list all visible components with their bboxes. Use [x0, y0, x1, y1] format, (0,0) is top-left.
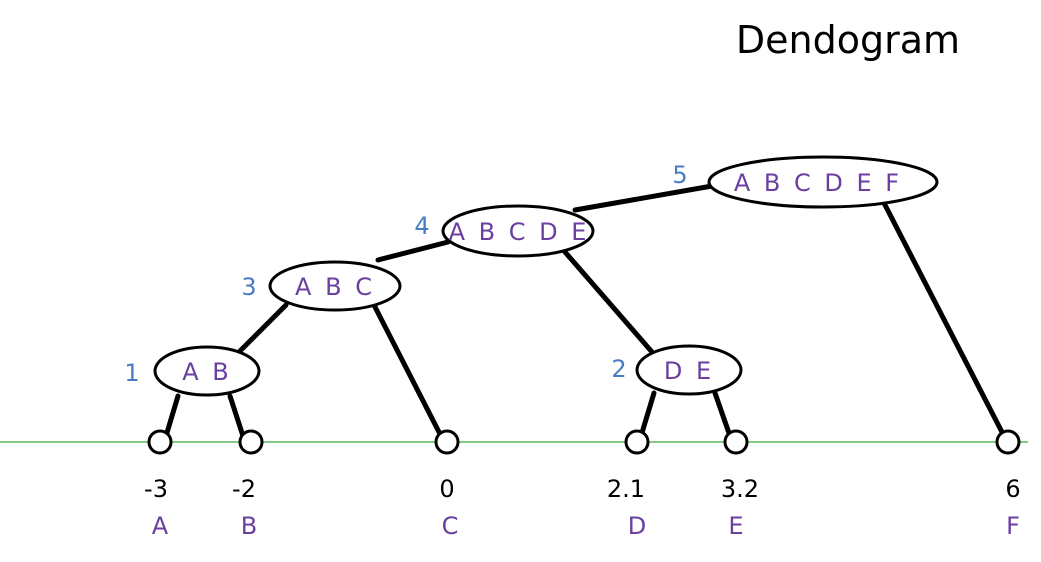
edge-abcde-abc	[375, 239, 451, 263]
cluster-ellipse-de	[635, 344, 743, 396]
leaf-node-d	[624, 429, 650, 455]
cluster-label-abcdef: A B C D E F	[734, 169, 902, 197]
leaf-label-b: B	[241, 512, 257, 540]
leaf-label-f: F	[1006, 512, 1020, 540]
leaf-node-c	[434, 429, 460, 455]
leaf-node-e	[723, 429, 749, 455]
edge-abcdef-abcde	[572, 183, 715, 213]
cluster-ellipse-abc	[268, 260, 402, 312]
leaf-node-f	[995, 429, 1021, 455]
cluster-label-de: D E	[664, 357, 714, 385]
edge-abc-ab	[232, 302, 289, 359]
leaf-node-b	[238, 429, 264, 455]
edge-de-d	[638, 390, 657, 439]
cluster-ellipse-ab	[153, 345, 261, 397]
step-label-4: 4	[414, 212, 429, 240]
leaf-label-a: A	[152, 512, 169, 540]
leaf-value-d: 2.1	[607, 475, 645, 503]
edge-abcdef-f	[881, 200, 1007, 439]
cluster-ellipse-abcdef	[707, 155, 939, 209]
leaf-node-a	[147, 429, 173, 455]
leaf-label-e: E	[728, 512, 743, 540]
leaf-value-b: -2	[232, 475, 256, 503]
leaf-value-f: 6	[1005, 475, 1020, 503]
leaf-value-c: 0	[439, 475, 454, 503]
cluster-label-ab: A B	[182, 358, 232, 386]
leaf-label-d: D	[628, 512, 646, 540]
step-label-1: 1	[124, 359, 139, 387]
step-label-2: 2	[611, 355, 626, 383]
edge-ab-a	[163, 393, 181, 439]
cluster-label-abc: A B C	[295, 273, 375, 301]
leaf-value-e: 3.2	[721, 475, 759, 503]
edge-de-e	[712, 390, 733, 439]
leaf-value-a: -3	[144, 475, 168, 503]
cluster-label-abcde: A B C D E	[449, 218, 590, 246]
cluster-ellipse-abcde	[441, 204, 595, 258]
leaf-label-c: C	[442, 512, 459, 540]
diagram-title: Dendogram	[736, 18, 960, 62]
edge-abcde-de	[562, 249, 655, 355]
step-label-3: 3	[241, 273, 256, 301]
edge-abc-c	[371, 302, 444, 439]
edge-ab-b	[227, 393, 246, 439]
step-label-5: 5	[672, 161, 687, 189]
